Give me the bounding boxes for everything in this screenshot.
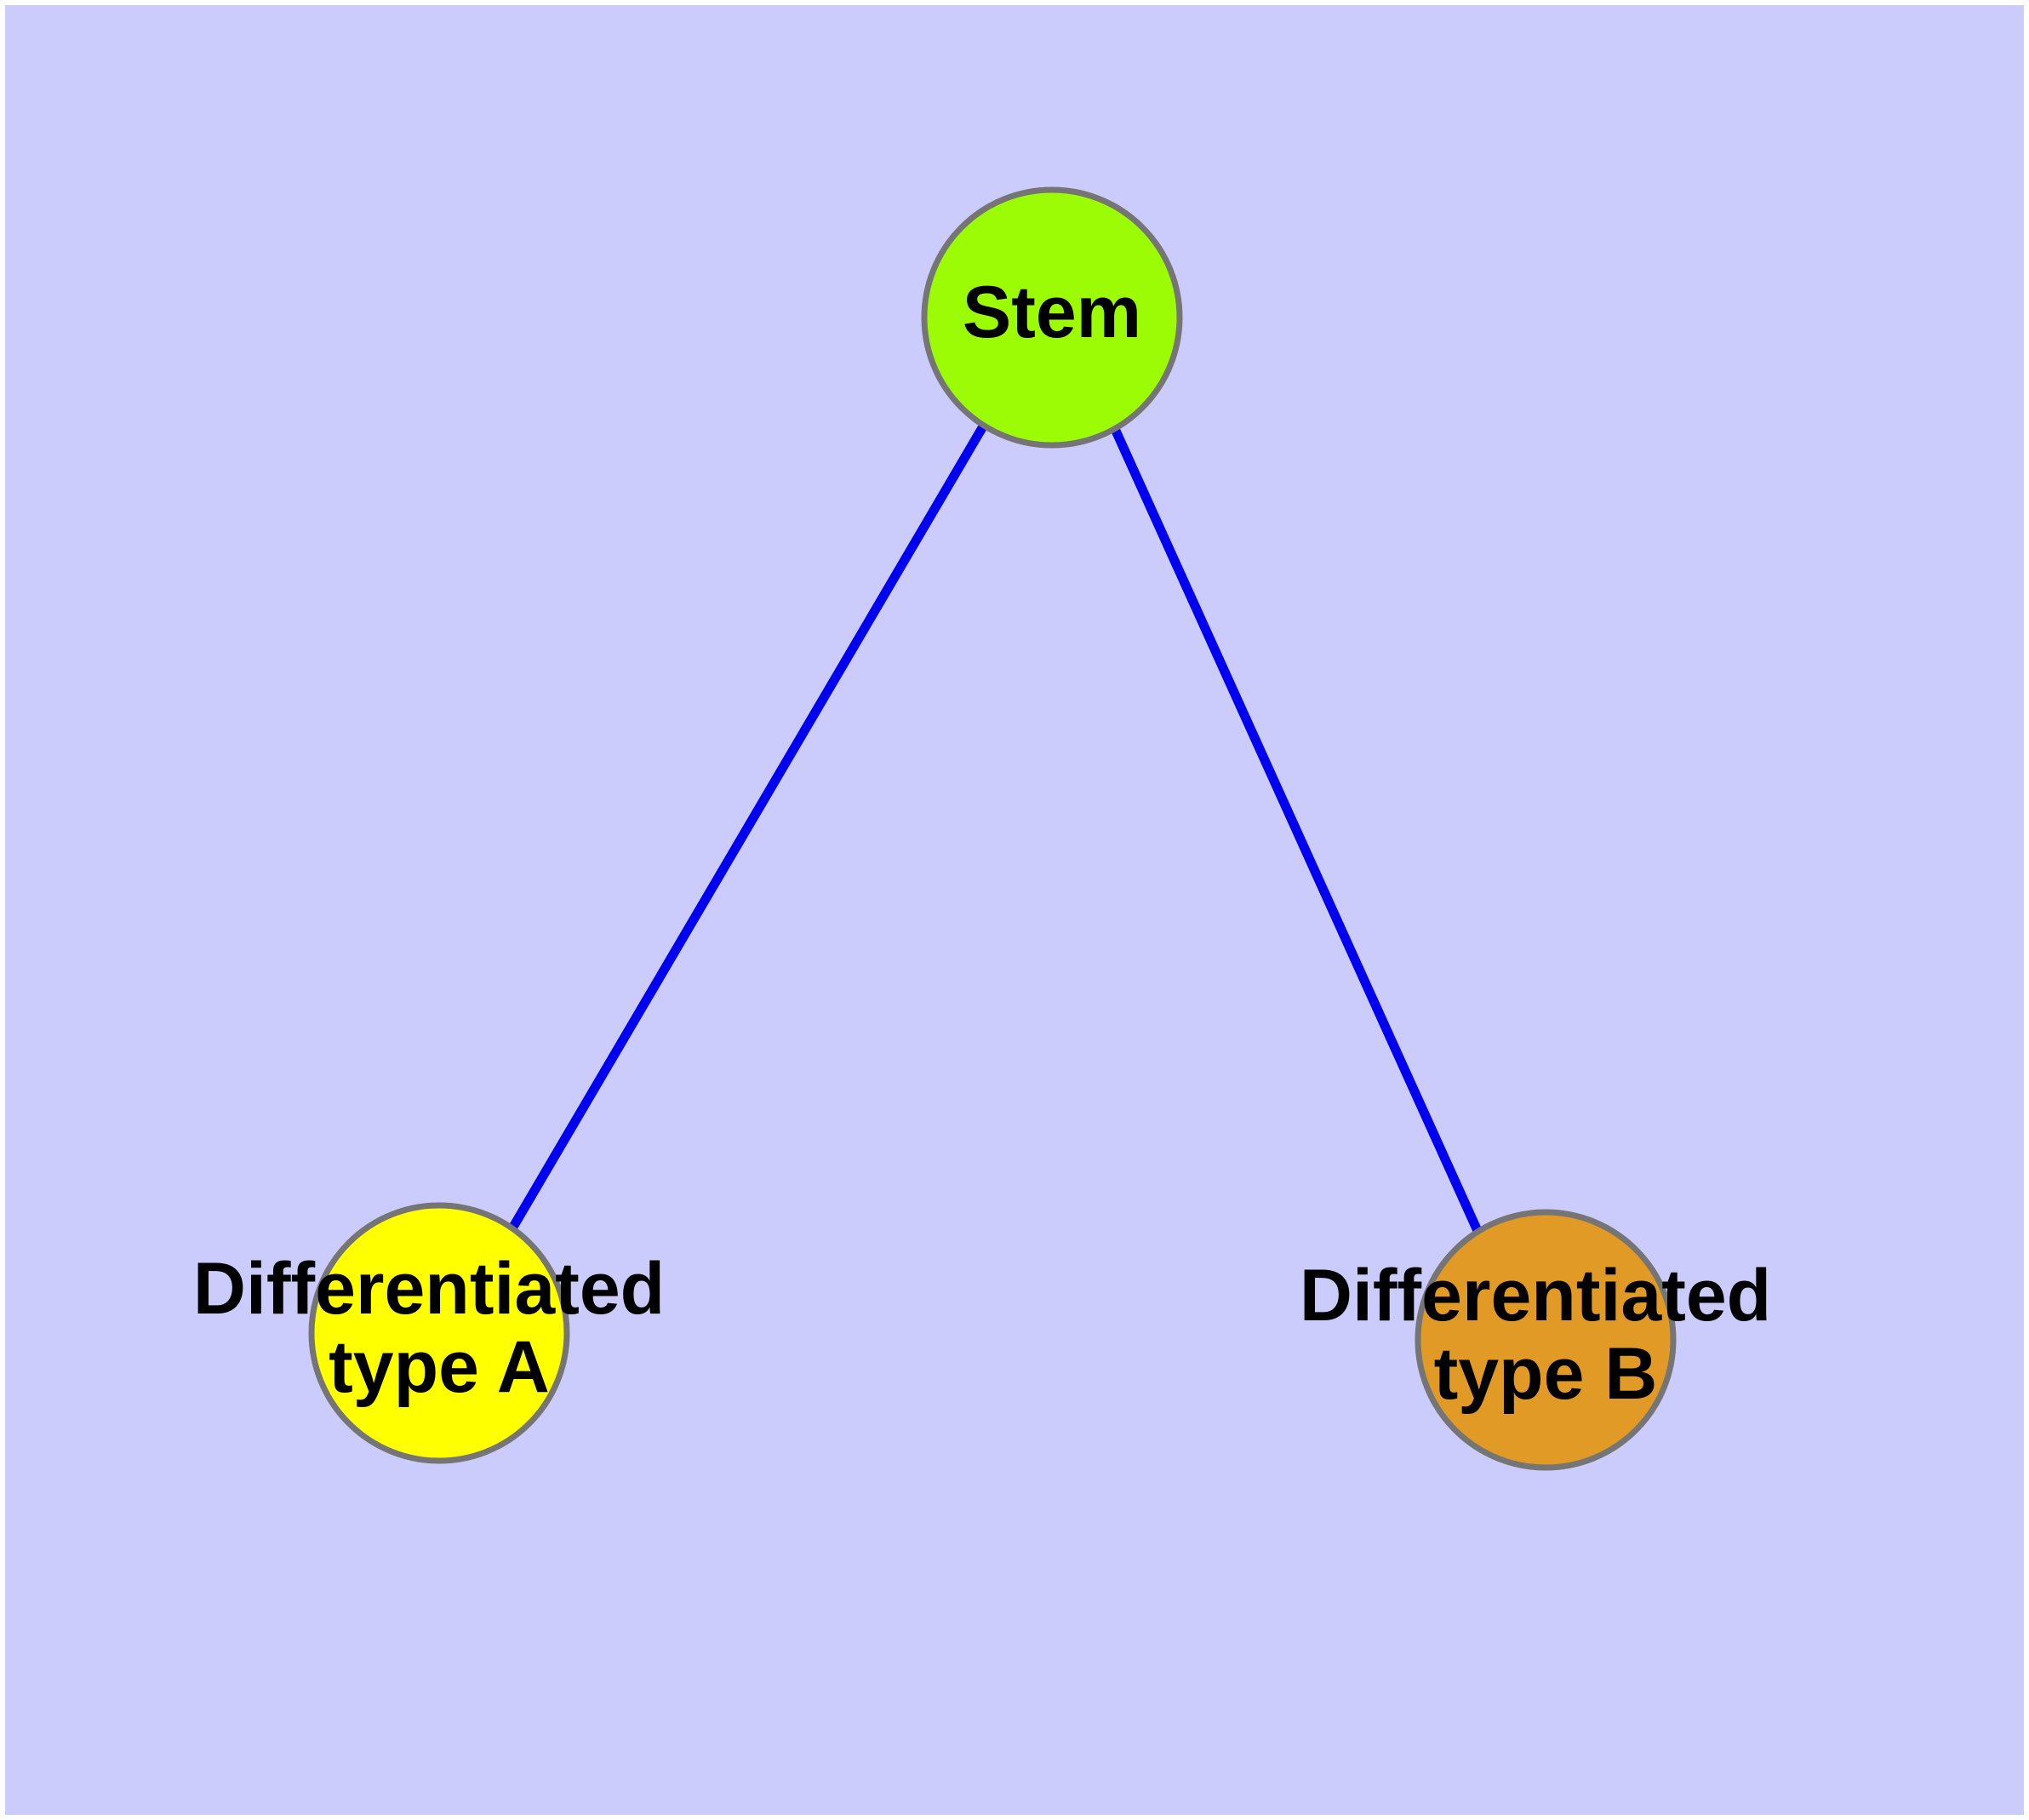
edges-layer — [508, 424, 1483, 1235]
node-differentiated-type-b-label-line-1: Differentiated — [1300, 1255, 1771, 1336]
nodes-layer: Stem Differentiated type A Differentiate… — [193, 186, 1792, 1471]
node-differentiated-type-b[interactable]: Differentiated type B — [1300, 1209, 1792, 1471]
node-differentiated-type-b-label-line-2: type B — [1434, 1333, 1658, 1415]
node-differentiated-type-a-circle[interactable] — [308, 1202, 570, 1464]
node-differentiated-type-a[interactable]: Differentiated type A — [193, 1202, 685, 1464]
edge-stem-to-differentiated-type-b[interactable] — [1111, 428, 1483, 1235]
node-stem-label-line-1: Stem — [963, 272, 1141, 353]
node-differentiated-type-a-label: Differentiated type A — [193, 1248, 685, 1408]
node-stem-circle[interactable] — [921, 186, 1183, 449]
node-differentiated-type-a-label-line-2: type A — [329, 1326, 550, 1408]
edge-stem-to-differentiated-type-a[interactable] — [508, 424, 987, 1231]
node-differentiated-type-a-label-line-1: Differentiated — [193, 1248, 665, 1330]
node-differentiated-type-b-label: Differentiated type B — [1300, 1255, 1792, 1415]
node-stem[interactable]: Stem — [921, 186, 1183, 449]
node-stem-label: Stem — [963, 272, 1141, 353]
node-differentiated-type-b-circle[interactable] — [1415, 1209, 1677, 1471]
